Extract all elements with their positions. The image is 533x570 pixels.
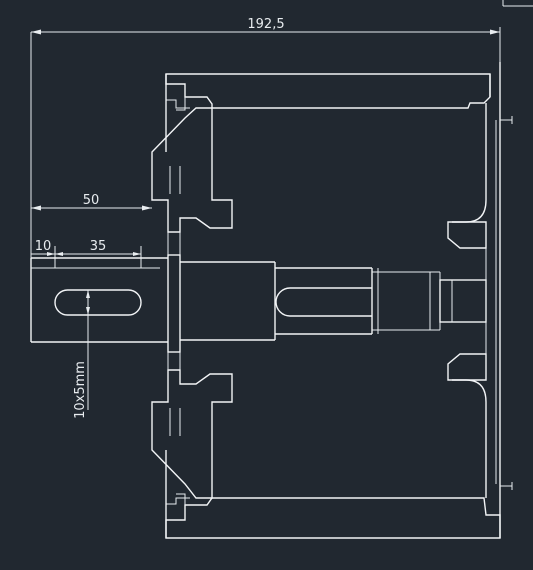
dimension-keyway-length-label: 35 bbox=[90, 239, 107, 254]
shaft: 10x5mm bbox=[30, 254, 487, 419]
title-frame-corner bbox=[502, 0, 533, 7]
dimension-keyway-offset-label: 10 bbox=[35, 239, 52, 254]
dimension-keyway: 10 35 bbox=[31, 239, 142, 268]
dimension-left-extent: 50 bbox=[31, 193, 152, 211]
dimension-overall-width: 192,5 bbox=[30, 17, 501, 258]
keyway-slot bbox=[54, 289, 142, 316]
dimension-keyway-size-label: 10x5mm bbox=[73, 361, 88, 419]
dimension-overall-width-label: 192,5 bbox=[247, 17, 284, 32]
dimension-left-extent-label: 50 bbox=[83, 193, 100, 208]
housing-section bbox=[151, 62, 513, 539]
